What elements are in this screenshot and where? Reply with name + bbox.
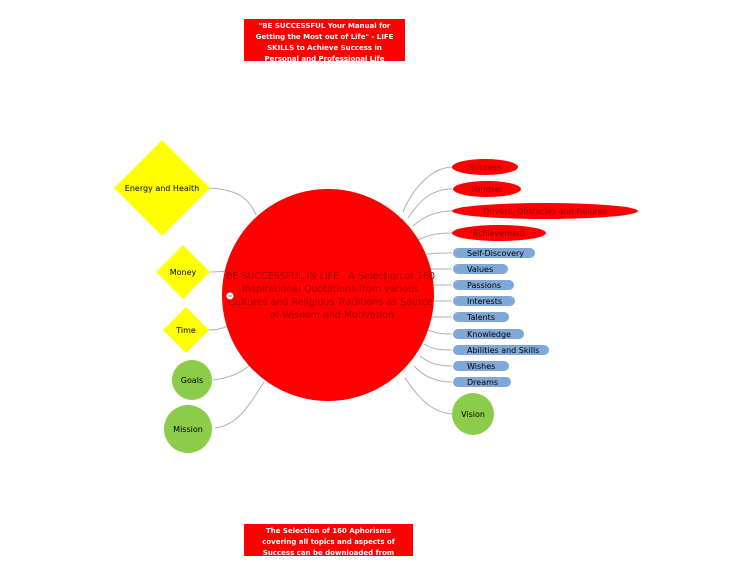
node-time[interactable]: Time (163, 307, 209, 353)
node-abilities-and-skills[interactable]: Abilities and Skills (453, 345, 549, 355)
node-time-label: Time (175, 326, 196, 335)
node-wishes-label: Wishes (467, 362, 495, 371)
node-drivers-obstacles-failures[interactable]: Drivers, Obstacles and Failures (452, 203, 638, 219)
node-goals-label: Goals (181, 376, 203, 385)
node-passions[interactable]: Passions (453, 280, 514, 290)
node-drivers-label: Drivers, Obstacles and Failures (483, 207, 607, 216)
node-self-discovery-label: Self-Discovery (467, 249, 524, 258)
node-achievement[interactable]: Achievement (452, 225, 546, 241)
central-topic-line-1: BE SUCCESSFUL IN LIFE - A Selection of 1… (226, 271, 435, 282)
node-dreams[interactable]: Dreams (453, 377, 511, 387)
node-knowledge-label: Knowledge (467, 330, 511, 339)
node-mindset[interactable]: Mindset (453, 181, 521, 197)
collapse-toggle-icon[interactable] (226, 292, 234, 300)
node-mission[interactable]: Mission (164, 405, 212, 453)
central-topic-line-3: Cultures and Religious Traditions as Sou… (228, 297, 433, 308)
node-interests-label: Interests (467, 297, 502, 306)
node-wishes[interactable]: Wishes (453, 361, 509, 371)
node-dreams-label: Dreams (467, 378, 498, 387)
node-goals[interactable]: Goals (172, 360, 212, 400)
svg-text:BE SUCCESSFUL IN LIFE - A Sele: BE SUCCESSFUL IN LIFE - A Selection of 1… (226, 271, 438, 321)
node-achievement-label: Achievement (473, 229, 526, 238)
title-banner: "BE SUCCESSFUL Your Manual for Getting t… (244, 19, 405, 63)
node-passions-label: Passions (467, 281, 501, 290)
node-vision[interactable]: Vision (452, 393, 494, 435)
node-talents-label: Talents (466, 313, 495, 322)
node-energy-and-health-label: Energy and Health (125, 184, 199, 193)
download-banner: The Selection of 160 Aphorisms covering … (244, 524, 413, 568)
node-success[interactable]: Success (452, 159, 518, 175)
node-self-discovery[interactable]: Self-Discovery (453, 248, 535, 258)
central-topic[interactable]: BE SUCCESSFUL IN LIFE - A Selection of 1… (222, 189, 438, 401)
node-talents[interactable]: Talents (453, 312, 509, 322)
node-interests[interactable]: Interests (453, 296, 515, 306)
node-energy-and-health[interactable]: Energy and Health (114, 140, 210, 236)
node-success-label: Success (469, 163, 501, 172)
node-vision-label: Vision (461, 410, 485, 419)
node-abilities-label: Abilities and Skills (467, 346, 539, 355)
node-values-label: Values (467, 265, 493, 274)
node-values[interactable]: Values (453, 264, 508, 274)
central-topic-line-2: Inspirational Quotations from various (242, 284, 419, 295)
node-mindset-label: Mindset (471, 185, 503, 194)
node-knowledge[interactable]: Knowledge (453, 329, 524, 339)
node-money-label: Money (170, 268, 197, 277)
node-money[interactable]: Money (156, 245, 210, 299)
node-mission-label: Mission (173, 425, 203, 434)
central-topic-line-4: of Wisdom and Motivation (270, 310, 394, 321)
